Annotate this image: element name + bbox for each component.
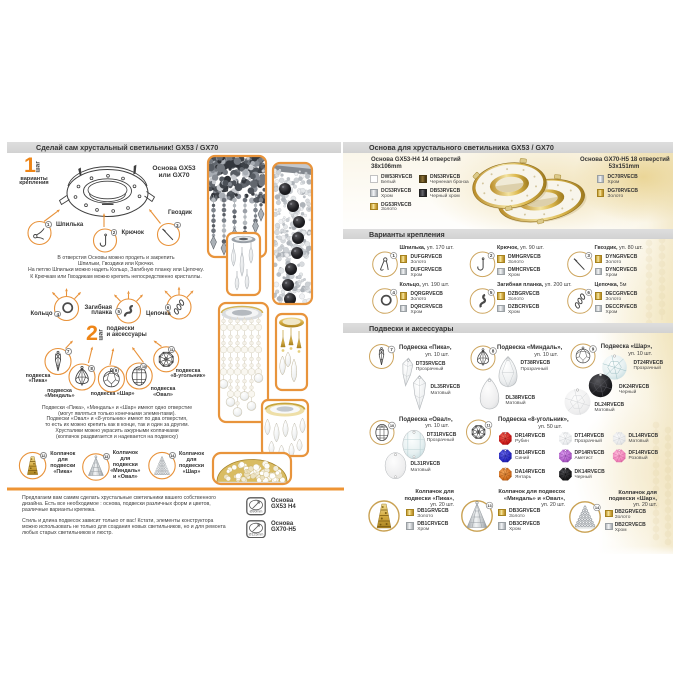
svg-text:9: 9 [592, 347, 595, 352]
svg-text:14: 14 [595, 505, 600, 510]
svg-text:2: 2 [490, 253, 493, 258]
svg-text:Ø90mm: Ø90mm [249, 510, 262, 514]
svg-text:6: 6 [587, 290, 590, 295]
svg-text:13: 13 [487, 503, 492, 508]
svg-text:4: 4 [392, 290, 395, 295]
svg-text:11: 11 [486, 423, 491, 428]
svg-text:7: 7 [390, 347, 393, 352]
svg-text:3: 3 [587, 253, 590, 258]
svg-text:5: 5 [490, 290, 493, 295]
svg-text:8: 8 [492, 349, 495, 354]
svg-text:1: 1 [392, 253, 395, 258]
svg-text:10: 10 [390, 423, 394, 428]
svg-text:Ø125mm: Ø125mm [248, 532, 263, 536]
